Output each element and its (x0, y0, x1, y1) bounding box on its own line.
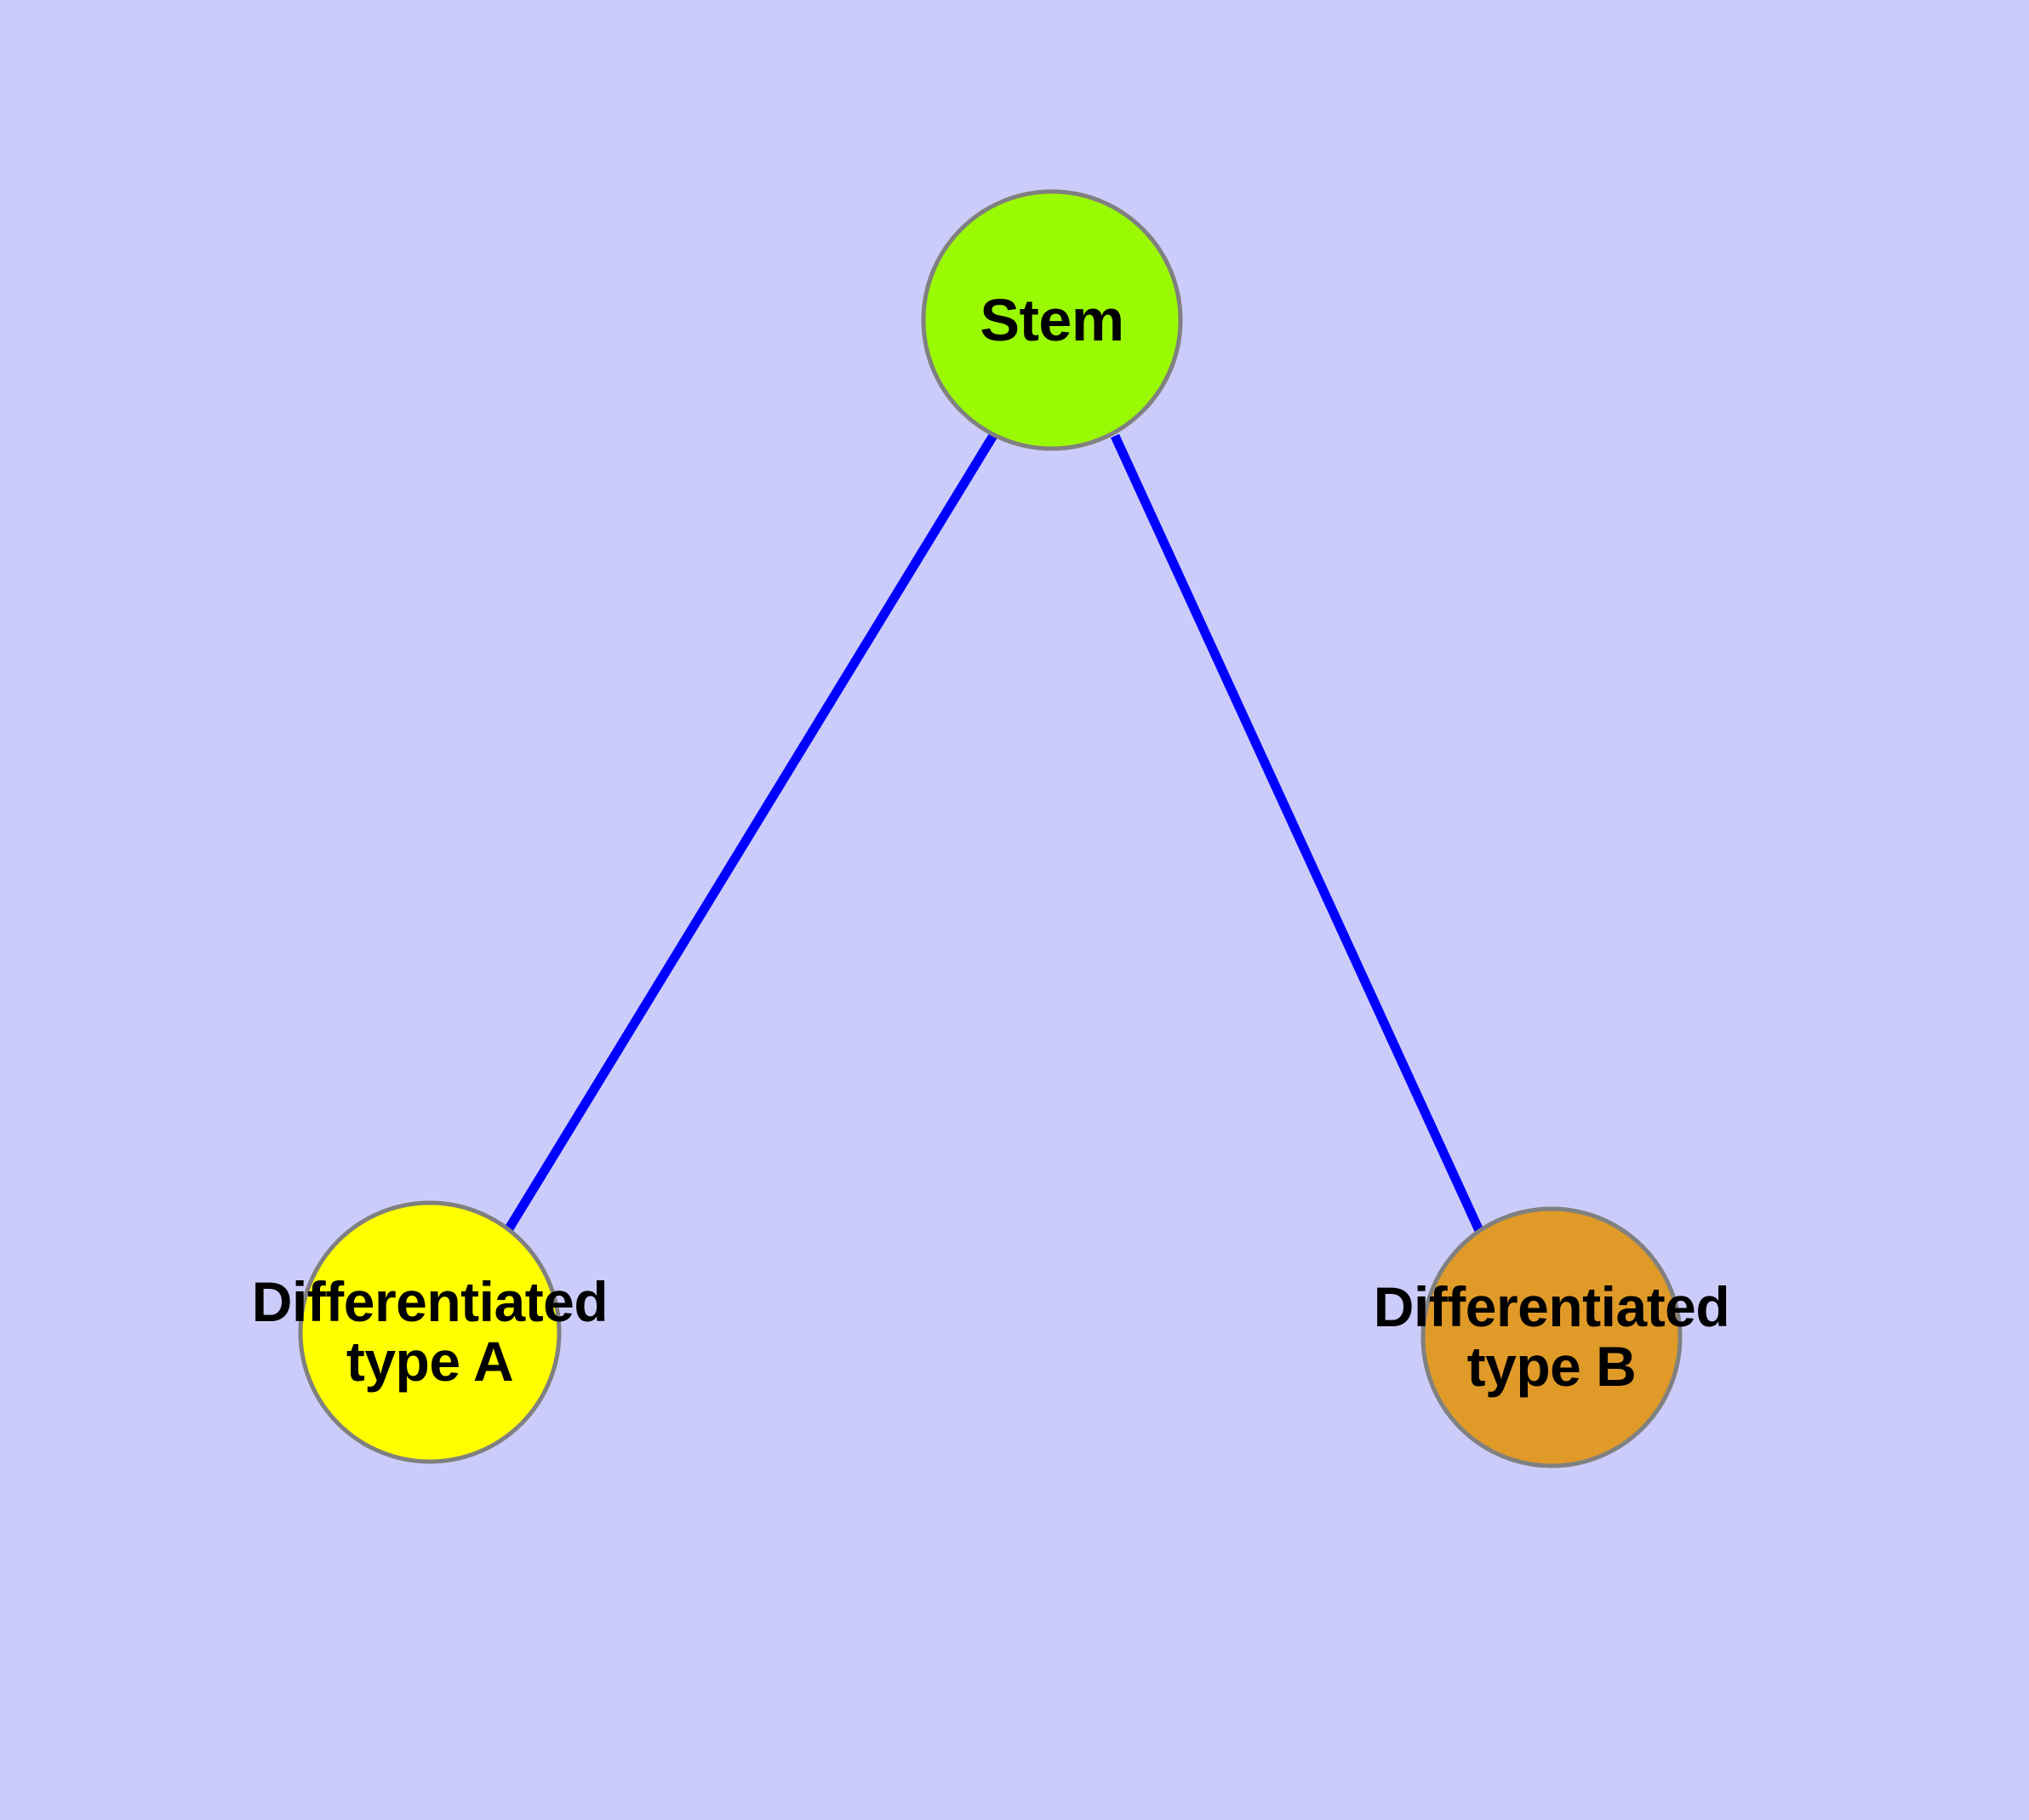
nodes-layer (298, 189, 1683, 1468)
graph-edge-stem-to-diff-b (1111, 433, 1485, 1237)
graph-edge-stem-to-diff-a (504, 432, 998, 1233)
graph-node-stem[interactable] (921, 189, 1183, 451)
graph-node-diff-b[interactable] (1420, 1206, 1683, 1468)
graph-node-diff-a[interactable] (298, 1200, 562, 1464)
edges-layer (504, 432, 1485, 1237)
